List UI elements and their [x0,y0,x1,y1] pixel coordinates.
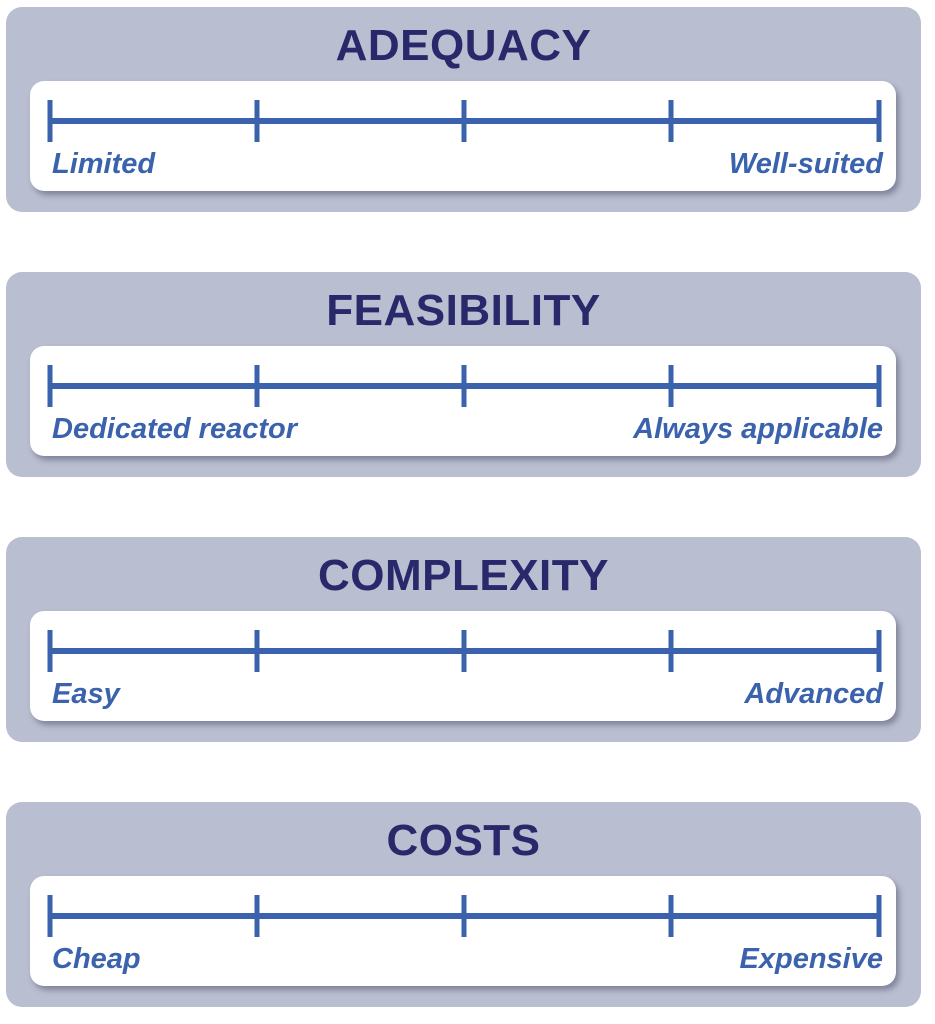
scale-max-label: Advanced [744,678,883,710]
scale-card: Easy Advanced [30,611,896,721]
rating-scale [47,365,882,407]
scale-min-label: Cheap [52,943,141,975]
panel-title: ADEQUACY [335,21,592,70]
panel-title: FEASIBILITY [326,286,601,335]
panel-feasibility: FEASIBILITY Dedicated reactor Always app… [6,272,921,477]
rating-scale [47,630,882,672]
rating-scale [47,895,882,937]
panel-complexity: COMPLEXITY Easy Advanced [6,537,921,742]
panel-title: COMPLEXITY [317,551,610,600]
panel-title: COSTS [386,816,541,865]
scale-card: Cheap Expensive [30,876,896,986]
panel-adequacy: ADEQUACY Limited Well-suited [6,7,921,212]
scale-min-label: Limited [52,148,156,180]
scale-max-label: Expensive [739,943,883,975]
rating-scale [47,100,882,142]
panel-costs: COSTS Cheap Expensive [6,802,921,1007]
scale-max-label: Well-suited [728,148,883,180]
scale-min-label: Dedicated reactor [52,413,297,445]
scale-max-label: Always applicable [633,413,883,445]
scale-min-label: Easy [52,678,120,710]
scale-card: Dedicated reactor Always applicable [30,346,896,456]
scale-card: Limited Well-suited [30,81,896,191]
